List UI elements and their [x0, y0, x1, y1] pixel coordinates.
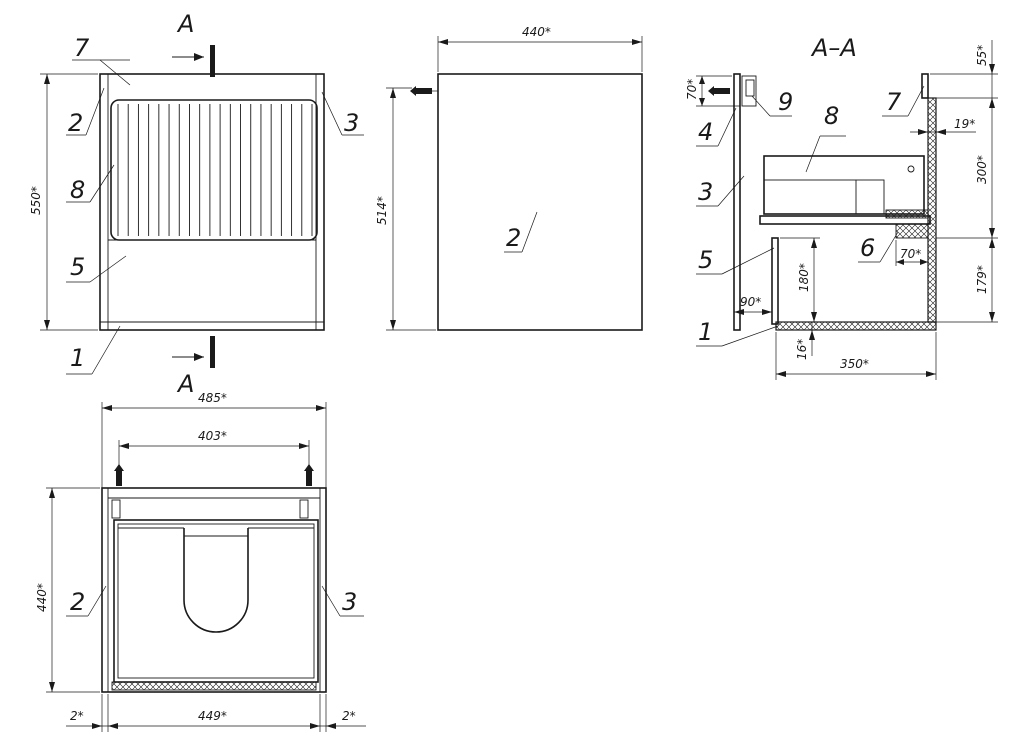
drawer-8 [759, 155, 931, 225]
section-label-bottom: A [176, 370, 194, 398]
front-callout-7: 7 [72, 34, 131, 86]
mounting-rail-9 [741, 75, 757, 107]
dim-top-bottom: 2* 449* 2* [66, 694, 366, 732]
side-panel [437, 73, 643, 331]
svg-text:179*: 179* [975, 265, 989, 294]
mount-bolt-right [304, 464, 314, 486]
svg-text:7: 7 [886, 88, 902, 116]
dim-top-overall: 485* [101, 391, 327, 488]
side-callout-2: 2 [504, 211, 538, 253]
svg-text:4: 4 [698, 118, 713, 146]
dim-rail-height: 70* [685, 75, 740, 107]
dim-lower-panel: 180* [780, 237, 820, 322]
section-callout-7: 7 [882, 85, 925, 117]
svg-text:70*: 70* [685, 79, 699, 100]
front-callout-3: 3 [321, 91, 364, 137]
section-callout-3: 3 [696, 175, 745, 207]
dim-front-offset: 90* [734, 295, 772, 315]
svg-text:1: 1 [698, 318, 713, 346]
svg-text:403*: 403* [198, 429, 227, 443]
dim-section-vertical: 55* 300* 179* [930, 40, 998, 323]
section-arrow-bottom: A [172, 336, 215, 398]
front-callout-5: 5 [66, 253, 127, 283]
section-mount-bolt [708, 86, 730, 96]
top-callout-3: 3 [321, 585, 364, 617]
svg-text:2: 2 [68, 109, 83, 137]
svg-text:55*: 55* [975, 45, 989, 66]
section-arrow-top: A [172, 10, 215, 77]
dim-side-height: 514* [375, 87, 436, 331]
svg-text:300*: 300* [975, 155, 989, 184]
section-callout-9: 9 [751, 88, 793, 117]
siphon-cutout [183, 528, 249, 633]
svg-text:1: 1 [70, 344, 85, 372]
svg-text:2*: 2* [70, 709, 84, 723]
section-callout-6: 6 [858, 231, 899, 263]
front-callout-8: 8 [66, 164, 115, 204]
dim-depth: 350* [775, 332, 937, 380]
mount-bolt-left [114, 464, 124, 486]
dim-bottom-thickness: 16* [795, 322, 815, 360]
svg-text:2: 2 [70, 588, 85, 616]
dim-front-height-label: 550* [29, 186, 43, 215]
dim-shelf-ledge: 70* [895, 240, 929, 266]
dim-front-height: 550* [29, 73, 98, 331]
front-view: A A 550* 7 [29, 10, 364, 398]
svg-text:3: 3 [342, 588, 357, 616]
svg-text:70*: 70* [900, 247, 921, 261]
cabinet-outline [99, 73, 325, 331]
section-callout-4: 4 [696, 107, 737, 147]
svg-text:485*: 485* [198, 391, 227, 405]
svg-text:180*: 180* [797, 263, 811, 292]
svg-text:3: 3 [698, 178, 713, 206]
fluted-drawer-front [110, 99, 318, 241]
svg-text:2: 2 [506, 224, 521, 252]
svg-text:514*: 514* [375, 196, 389, 225]
svg-text:8: 8 [824, 102, 839, 130]
svg-text:16*: 16* [795, 339, 809, 360]
side-view: 440* 514* 2 [375, 25, 643, 331]
drawer-flutes [117, 104, 313, 236]
wall-mount-bolt [410, 86, 438, 96]
section-callout-8: 8 [805, 102, 846, 173]
dim-wall-thickness: 19* [910, 117, 976, 135]
top-callout-2: 2 [66, 585, 107, 617]
top-body-outline [101, 487, 327, 693]
dim-side-width: 440* [437, 25, 643, 72]
section-view: A–A [685, 34, 998, 380]
svg-text:5: 5 [70, 253, 85, 281]
svg-text:440*: 440* [522, 25, 551, 39]
top-drawer [113, 519, 319, 683]
svg-text:2*: 2* [342, 709, 356, 723]
front-callout-1: 1 [66, 325, 121, 375]
svg-text:19*: 19* [954, 117, 975, 131]
svg-text:6: 6 [860, 234, 875, 262]
section-label-top: A [176, 10, 194, 38]
svg-text:7: 7 [74, 34, 90, 62]
dim-top-depth: 440* [35, 487, 100, 693]
svg-text:3: 3 [344, 109, 359, 137]
dim-top-mounts: 403* [118, 429, 310, 466]
svg-text:9: 9 [778, 88, 793, 116]
section-title: A–A [810, 34, 857, 62]
section-callout-1: 1 [696, 318, 779, 347]
section-callout-5: 5 [696, 246, 775, 275]
front-callout-2: 2 [66, 87, 105, 137]
svg-text:440*: 440* [35, 583, 49, 612]
svg-text:5: 5 [698, 246, 713, 274]
svg-text:449*: 449* [198, 709, 227, 723]
svg-text:350*: 350* [840, 357, 869, 371]
svg-text:8: 8 [70, 176, 85, 204]
svg-text:90*: 90* [740, 295, 761, 309]
top-view: 485* 403* [35, 391, 366, 732]
